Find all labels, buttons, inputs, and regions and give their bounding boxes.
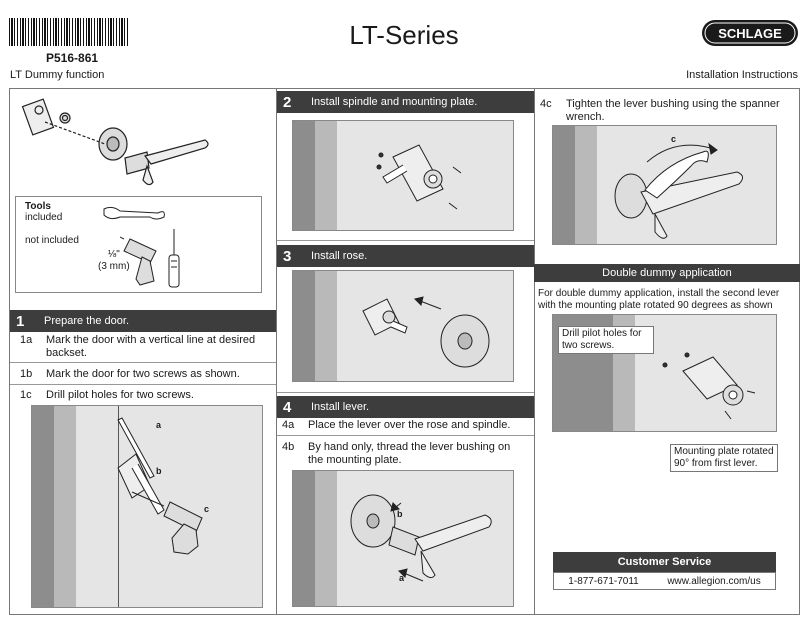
customer-service-header: Customer Service [553, 552, 776, 572]
tools-included-label: included [25, 212, 63, 223]
divider [277, 240, 534, 241]
step-1b: 1b Mark the door for two screws as shown… [20, 368, 270, 381]
lever-install-illustration [350, 494, 492, 582]
step-1a: 1a Mark the door with a vertical line at… [20, 334, 270, 360]
exploded-view-illustration [21, 98, 209, 186]
function-label: LT Dummy function [10, 69, 105, 81]
step-1-header: 1 Prepare the door. [10, 310, 276, 332]
drill-bit-size: ⅛" (3 mm) [98, 249, 130, 273]
step-text: Drill pilot holes for two screws. [46, 389, 194, 401]
website-link[interactable]: www.allegion.com/us [667, 575, 761, 587]
drill-bit-fraction: ⅛" [107, 249, 120, 260]
spanner-wrench-icon [103, 206, 165, 220]
step-text: By hand only, thread the lever bushing o… [308, 441, 511, 466]
step-1c: 1c Drill pilot holes for two screws. [20, 389, 270, 402]
spindle-plate-illustration [376, 144, 462, 210]
double-dummy-note: For double dummy application, install th… [538, 288, 780, 311]
step-text: Mark the door with a vertical line at de… [46, 334, 256, 359]
tools-not-included-label: not included [25, 235, 79, 246]
drill-bit-metric: (3 mm) [98, 261, 130, 272]
document-title: LT-Series [349, 20, 459, 50]
step-key: 1a [20, 334, 33, 346]
doc-type-label: Installation Instructions [686, 69, 798, 81]
rose-illustration [362, 296, 490, 368]
divider [10, 362, 276, 363]
step-2-title: Install spindle and mounting plate. [311, 96, 478, 108]
step-key: 4c [540, 98, 552, 110]
step-3-title: Install rose. [311, 250, 368, 262]
step-2-header: 2 Install spindle and mounting plate. [277, 91, 534, 113]
step-4c-illustration: c [552, 125, 777, 245]
step-2-illustration [292, 120, 514, 231]
step-4b: 4b By hand only, thread the lever bushin… [282, 441, 527, 467]
step-text: Mark the door for two screws as shown. [46, 368, 240, 380]
brand-name: SCHLAGE [718, 26, 782, 41]
callout-b: b [397, 509, 403, 519]
step-4-number: 4 [283, 398, 292, 416]
double-dummy-header: Double dummy application [534, 264, 800, 282]
step-4-header: 4 Install lever. [277, 396, 534, 418]
step-1-illustration: a b c [31, 405, 263, 608]
screwdriver-icon [168, 229, 180, 288]
step-key: 1c [20, 389, 32, 401]
step-3-header: 3 Install rose. [277, 245, 534, 267]
step-3-number: 3 [283, 247, 292, 265]
callout-a: a [399, 573, 405, 583]
callout-a: a [156, 420, 162, 430]
step-key: 4b [282, 441, 295, 453]
divider [10, 384, 276, 385]
step-4a: 4a Place the lever over the rose and spi… [282, 419, 527, 432]
step-key: 4a [282, 419, 295, 431]
pilot-holes-callout: Drill pilot holes for two screws. [558, 326, 654, 354]
step-4b-illustration: b a [292, 470, 514, 607]
step-1-title: Prepare the door. [44, 315, 130, 327]
customer-service-box: 1-877-671-7011 www.allegion.com/us [553, 572, 776, 590]
schlage-logo: SCHLAGE [702, 20, 798, 46]
column-divider [276, 88, 277, 615]
step-text: Place the lever over the rose and spindl… [308, 419, 511, 431]
step-key: 1b [20, 368, 33, 380]
column-divider [534, 88, 535, 615]
callout-c: c [671, 134, 677, 144]
tools-box: Tools included not included ⅛" (3 mm) [15, 196, 262, 293]
part-number: P516-861 [46, 51, 99, 65]
step-4c: 4c Tighten the lever bushing using the s… [540, 98, 795, 124]
step-4-title: Install lever. [311, 401, 370, 413]
step-1-number: 1 [16, 312, 25, 330]
tools-heading: Tools [25, 201, 51, 212]
step-3-illustration [292, 270, 514, 382]
callout-c: c [204, 504, 210, 514]
barcode [9, 18, 130, 46]
divider [277, 435, 534, 436]
spanner-tighten-illustration [614, 142, 743, 239]
content-frame [9, 88, 800, 615]
step-text: Tighten the lever bushing using the span… [566, 98, 780, 123]
rotated-plate-callout: Mounting plate rotated 90° from first le… [670, 444, 778, 472]
drill-icon [120, 236, 157, 286]
divider [277, 392, 534, 393]
step-2-number: 2 [283, 93, 292, 111]
callout-b: b [156, 466, 162, 476]
drilling-illustration [117, 417, 203, 555]
phone-number: 1-877-671-7011 [568, 575, 639, 587]
rotated-plate-illustration [662, 352, 756, 420]
